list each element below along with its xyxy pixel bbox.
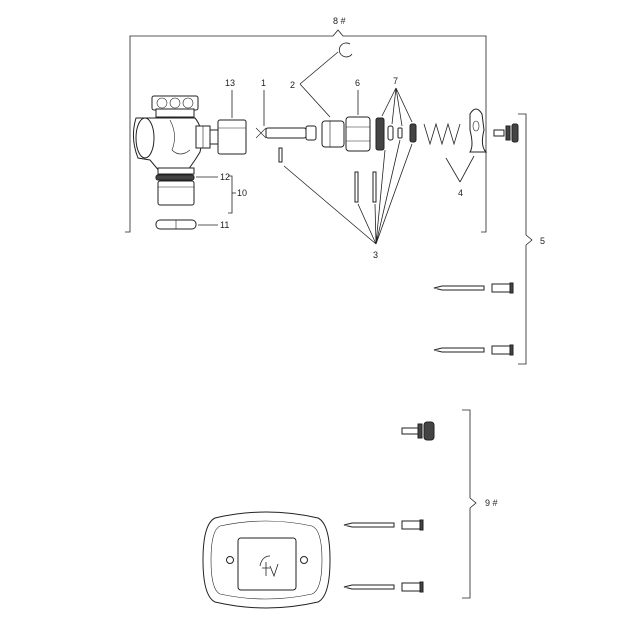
- label-8: 8 #: [333, 16, 346, 26]
- fv-logo-icon: [259, 555, 279, 578]
- label-5: 5: [540, 236, 545, 246]
- part-2-eclip: [338, 42, 353, 58]
- part-7-washers: [375, 87, 417, 151]
- label-2: 2: [290, 80, 295, 90]
- part-11-tailpiece: [155, 219, 218, 230]
- label-1: 1: [261, 78, 266, 88]
- part-6-piston: [345, 90, 371, 152]
- part-3-pin-small: [278, 147, 283, 163]
- valve-body: [132, 95, 211, 175]
- kit-9-bracket: [462, 409, 477, 599]
- cover-plate: [202, 511, 331, 609]
- kit-5-bracket: [518, 113, 533, 365]
- label-7: 7: [393, 76, 398, 86]
- label-9: 9 #: [485, 498, 498, 508]
- part-12-ring: [155, 174, 218, 181]
- kit-5-screw-1: [433, 282, 514, 294]
- part-4-cap: [445, 108, 488, 183]
- label-3: 3: [373, 250, 378, 260]
- kit-9-screw-2: [343, 581, 424, 593]
- leader-2: [299, 51, 339, 118]
- part-1-stem: [255, 90, 317, 141]
- label-4: 4: [458, 188, 463, 198]
- kit-9-screw-top: [401, 421, 435, 441]
- label-12: 12: [220, 172, 230, 182]
- label-6: 6: [355, 78, 360, 88]
- part-13-housing: [209, 90, 247, 155]
- part-3-pins: [283, 139, 413, 245]
- part-2-cup: [321, 120, 345, 148]
- label-10: 10: [237, 188, 247, 198]
- part-10-nut: [157, 175, 236, 214]
- spring: [423, 122, 461, 146]
- kit-5-screw-2: [433, 344, 514, 356]
- kit-8-bracket: [125, 29, 487, 233]
- kit-9-screw-1: [343, 519, 424, 531]
- label-13: 13: [225, 78, 235, 88]
- screw-upper-right: [493, 123, 519, 143]
- label-11: 11: [220, 220, 229, 230]
